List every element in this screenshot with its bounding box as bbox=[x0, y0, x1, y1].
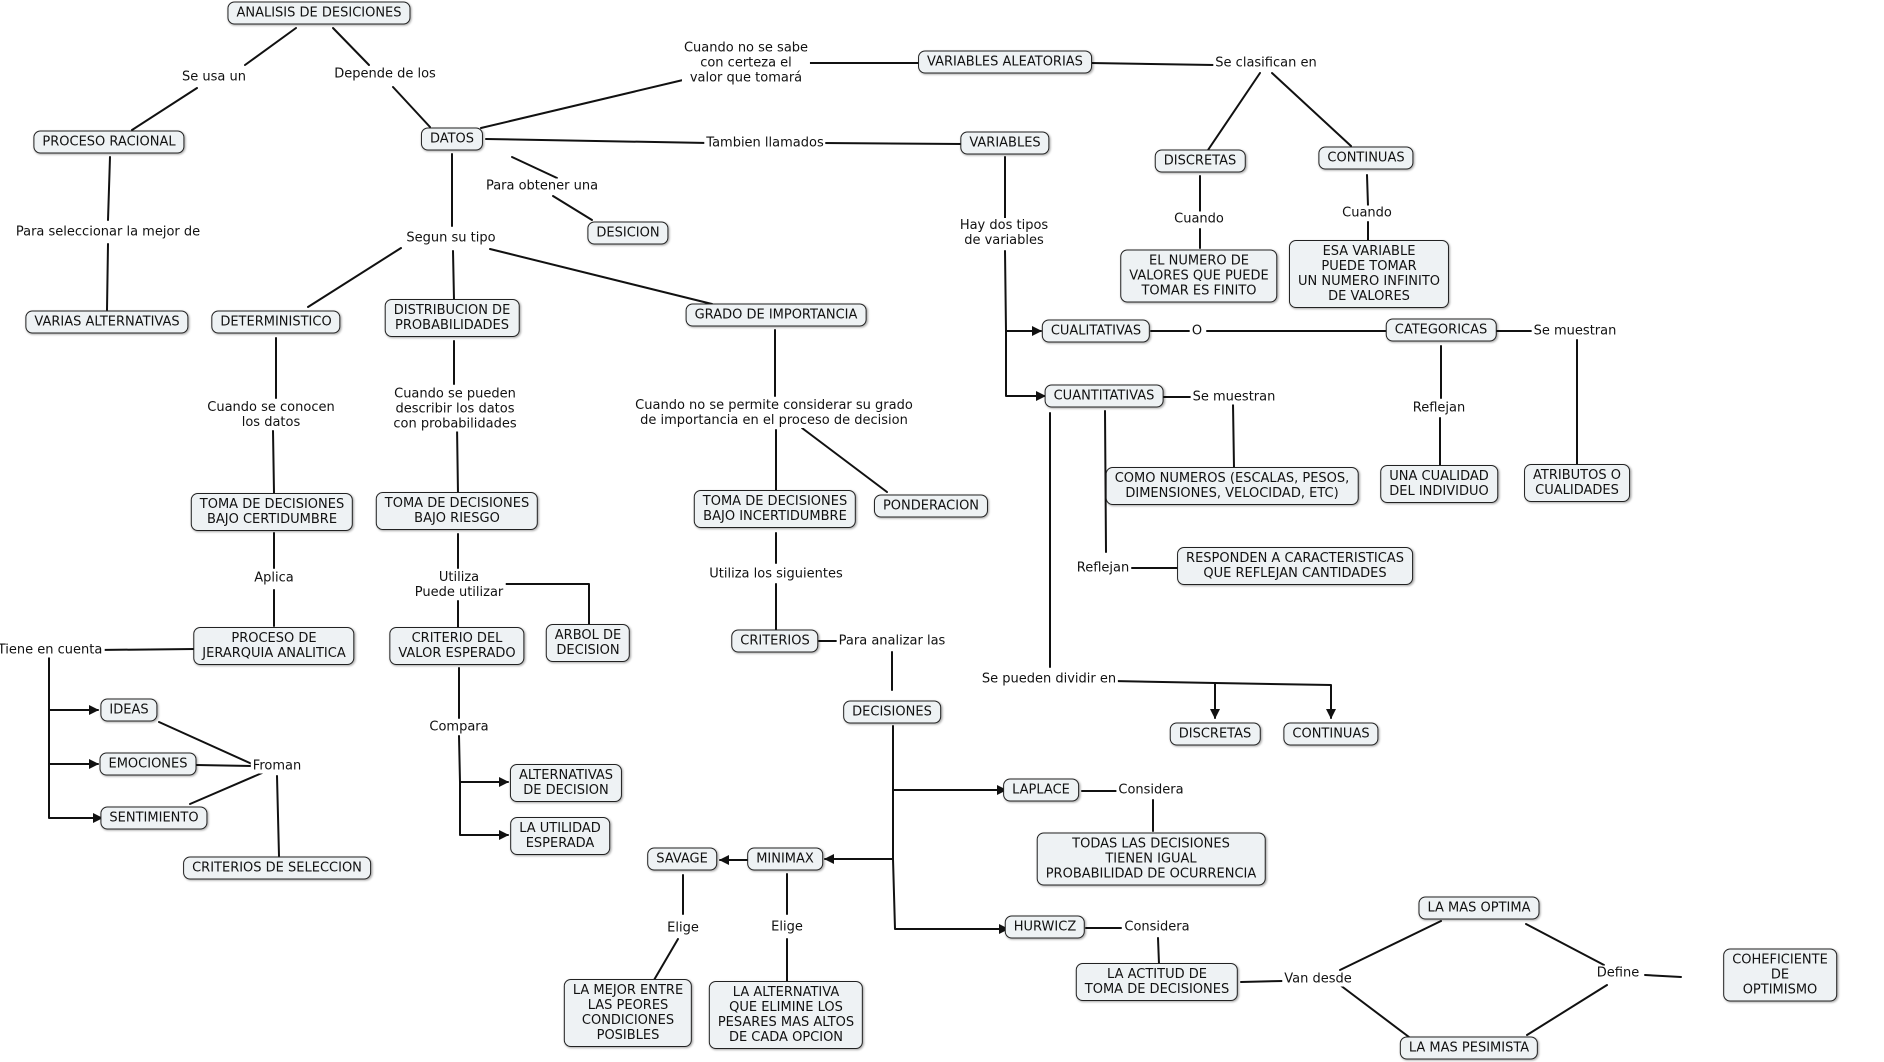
concept-laplace[interactable]: LAPLACE bbox=[1003, 778, 1079, 802]
concept-td-certidumbre[interactable]: TOMA DE DECISIONES BAJO CERTIDUMBRE bbox=[190, 493, 354, 531]
concept-responden-a-caracteristicas[interactable]: RESPONDEN A CARACTERISTICAS QUE REFLEJAN… bbox=[1177, 547, 1413, 585]
link-cuando-se-pueden: Cuando se pueden describir los datos con… bbox=[391, 386, 519, 432]
concept-variables-aleatorias[interactable]: VARIABLES ALEATORIAS bbox=[918, 50, 1092, 74]
concept-alternativas-de-decision[interactable]: ALTERNATIVAS DE DECISION bbox=[509, 764, 623, 802]
link-considera-laplace: Considera bbox=[1116, 782, 1186, 798]
concept-atributos-o-cualidades[interactable]: ATRIBUTOS O CUALIDADES bbox=[1524, 464, 1630, 502]
concept-cualitativas[interactable]: CUALITATIVAS bbox=[1041, 319, 1151, 343]
link-para-seleccionar: Para seleccionar la mejor de bbox=[13, 224, 203, 240]
concept-varias-alternativas[interactable]: VARIAS ALTERNATIVAS bbox=[25, 310, 189, 334]
link-o: O bbox=[1189, 323, 1205, 339]
concept-td-incertidumbre[interactable]: TOMA DE DECISIONES BAJO INCERTIDUMBRE bbox=[693, 490, 857, 528]
link-para-analizar-las: Para analizar las bbox=[836, 633, 948, 649]
concept-deterministico[interactable]: DETERMINISTICO bbox=[211, 310, 341, 334]
concept-elimine-pesares[interactable]: LA ALTERNATIVA QUE ELIMINE LOS PESARES M… bbox=[708, 981, 864, 1049]
link-tambien-llamados: Tambien llamados bbox=[704, 135, 826, 151]
concept-categoricas[interactable]: CATEGORICAS bbox=[1385, 318, 1497, 342]
concept-datos[interactable]: DATOS bbox=[420, 127, 484, 151]
link-considera-hurwicz: Considera bbox=[1122, 919, 1192, 935]
concept-ponderacion[interactable]: PONDERACION bbox=[873, 494, 989, 518]
link-cuando-no-se-permite: Cuando no se permite considerar su grado… bbox=[633, 398, 915, 428]
concept-grado-de-importancia[interactable]: GRADO DE IMPORTANCIA bbox=[685, 303, 867, 327]
link-froman: Froman bbox=[250, 758, 304, 774]
concept-criterios[interactable]: CRITERIOS bbox=[731, 629, 819, 653]
concept-proceso-jerarquia-analitica[interactable]: PROCESO DE JERARQUIA ANALITICA bbox=[193, 627, 355, 665]
concept-numero-finito[interactable]: EL NUMERO DE VALORES QUE PUEDE TOMAR ES … bbox=[1120, 249, 1278, 303]
concept-mejor-entre-peores[interactable]: LA MEJOR ENTRE LAS PEORES CONDICIONES PO… bbox=[563, 979, 693, 1047]
concept-analisis-de-desiciones[interactable]: ANALISIS DE DESICIONES bbox=[227, 1, 411, 25]
concept-la-utilidad-esperada[interactable]: LA UTILIDAD ESPERADA bbox=[510, 817, 610, 855]
link-se-muestran-categoricas: Se muestran bbox=[1531, 323, 1619, 339]
concept-sentimiento[interactable]: SENTIMIENTO bbox=[100, 806, 208, 830]
link-se-clasifican-en: Se clasifican en bbox=[1213, 55, 1319, 71]
link-hay-dos-tipos: Hay dos tipos de variables bbox=[957, 218, 1051, 248]
concept-como-numeros[interactable]: COMO NUMEROS (ESCALAS, PESOS, DIMENSIONE… bbox=[1105, 467, 1359, 505]
concept-distribucion-de-probabilidades[interactable]: DISTRIBUCION DE PROBABILIDADES bbox=[384, 299, 520, 337]
concept-una-cualidad[interactable]: UNA CUALIDAD DEL INDIVIDUO bbox=[1380, 465, 1498, 503]
link-elige-minimax: Elige bbox=[769, 919, 805, 935]
concept-proceso-racional[interactable]: PROCESO RACIONAL bbox=[33, 130, 185, 154]
concept-coheficiente-de-optimismo[interactable]: COHEFICIENTE DE OPTIMISMO bbox=[1723, 948, 1837, 1002]
concept-minimax[interactable]: MINIMAX bbox=[747, 847, 823, 871]
concept-desicion[interactable]: DESICION bbox=[587, 221, 669, 245]
concept-actitud-toma-de-decisiones[interactable]: LA ACTITUD DE TOMA DE DECISIONES bbox=[1075, 963, 1239, 1001]
link-se-muestran-cuantitativas: Se muestran bbox=[1190, 389, 1278, 405]
concept-ideas[interactable]: IDEAS bbox=[100, 698, 158, 722]
link-elige-savage: Elige bbox=[665, 920, 701, 936]
concept-continuas-top[interactable]: CONTINUAS bbox=[1318, 146, 1414, 170]
concept-continuas-bottom[interactable]: CONTINUAS bbox=[1283, 722, 1379, 746]
concept-todas-las-decisiones[interactable]: TODAS LAS DECISIONES TIENEN IGUAL PROBAB… bbox=[1036, 832, 1266, 886]
link-cuando-discretas: Cuando bbox=[1172, 211, 1226, 227]
concept-decisiones[interactable]: DECISIONES bbox=[843, 700, 941, 724]
concept-arbol-de-decision[interactable]: ARBOL DE DECISION bbox=[545, 624, 631, 662]
link-aplica: Aplica bbox=[252, 570, 296, 586]
link-define: Define bbox=[1594, 965, 1642, 981]
link-compara: Compara bbox=[427, 719, 491, 735]
link-se-pueden-dividir-en: Se pueden dividir en bbox=[979, 671, 1119, 687]
link-segun-su-tipo: Segun su tipo bbox=[404, 230, 498, 246]
concept-numero-infinito[interactable]: ESA VARIABLE PUEDE TOMAR UN NUMERO INFIN… bbox=[1288, 240, 1450, 308]
link-depende-de-los: Depende de los bbox=[332, 66, 438, 82]
link-cuando-no-se-sabe: Cuando no se sabe con certeza el valor q… bbox=[681, 40, 811, 86]
link-cuando-continuas: Cuando bbox=[1340, 205, 1394, 221]
concept-la-mas-optima[interactable]: LA MAS OPTIMA bbox=[1418, 896, 1540, 920]
link-tiene-en-cuenta: Tiene en cuenta bbox=[0, 642, 105, 658]
link-utiliza-los-siguientes: Utiliza los siguientes bbox=[707, 566, 845, 582]
concept-td-riesgo[interactable]: TOMA DE DECISIONES BAJO RIESGO bbox=[375, 492, 539, 530]
link-se-usa-un: Se usa un bbox=[180, 69, 248, 85]
link-van-desde: Van desde bbox=[1282, 971, 1354, 987]
link-para-obtener-una: Para obtener una bbox=[483, 178, 601, 194]
link-utiliza-puede-utilizar: Utiliza Puede utilizar bbox=[412, 570, 506, 600]
concept-la-mas-pesimista[interactable]: LA MAS PESIMISTA bbox=[1399, 1036, 1539, 1060]
link-cuando-se-conocen: Cuando se conocen los datos bbox=[205, 400, 337, 430]
concept-cuantitativas[interactable]: CUANTITATIVAS bbox=[1044, 384, 1164, 408]
concept-variables[interactable]: VARIABLES bbox=[960, 131, 1050, 155]
link-reflejan-cuantitativas: Reflejan bbox=[1074, 560, 1132, 576]
concept-discretas-bottom[interactable]: DISCRETAS bbox=[1169, 722, 1261, 746]
concept-criterios-de-seleccion[interactable]: CRITERIOS DE SELECCION bbox=[183, 856, 371, 880]
concept-hurwicz[interactable]: HURWICZ bbox=[1004, 915, 1086, 939]
link-reflejan-categoricas: Reflejan bbox=[1410, 400, 1468, 416]
concept-discretas-top[interactable]: DISCRETAS bbox=[1154, 149, 1246, 173]
concept-savage[interactable]: SAVAGE bbox=[647, 847, 717, 871]
concept-emociones[interactable]: EMOCIONES bbox=[99, 752, 197, 776]
concept-criterio-valor-esperado[interactable]: CRITERIO DEL VALOR ESPERADO bbox=[389, 627, 525, 665]
